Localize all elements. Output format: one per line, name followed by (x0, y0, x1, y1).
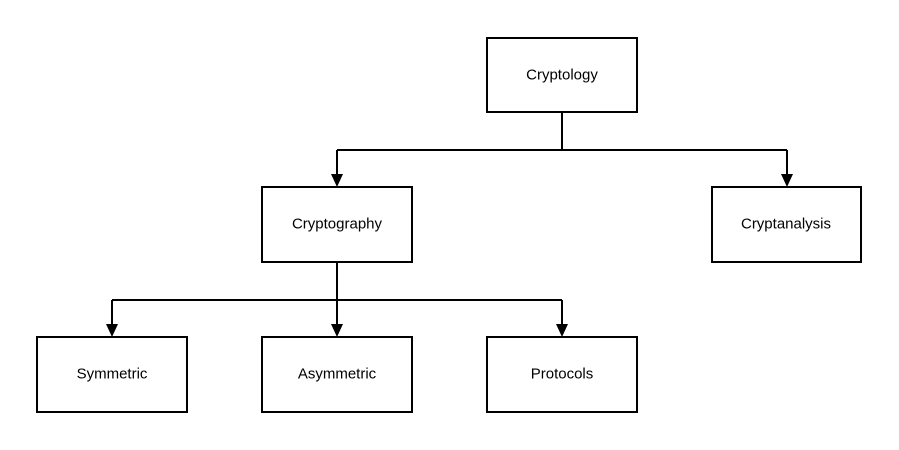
node-box (486, 37, 638, 113)
node-symmetric: Symmetric (36, 336, 188, 413)
node-protocols: Protocols (486, 336, 638, 413)
node-label-symmetric: Symmetric (77, 366, 148, 383)
node-label-cryptology: Cryptology (526, 67, 598, 84)
arrowhead-cryptanalysis (781, 174, 793, 187)
node-label-cryptanalysis: Cryptanalysis (741, 216, 831, 233)
node-cryptanalysis: Cryptanalysis (711, 186, 862, 263)
node-box (261, 336, 413, 413)
arrowhead-protocols (556, 324, 568, 337)
edge-cryptology-children (331, 112, 793, 187)
node-label-asymmetric: Asymmetric (298, 366, 377, 383)
node-box (36, 336, 188, 413)
arrowhead-asymmetric (331, 324, 343, 337)
node-cryptography: Cryptography (261, 186, 413, 263)
node-cryptology: Cryptology (486, 37, 638, 113)
node-asymmetric: Asymmetric (261, 336, 413, 413)
arrowhead-cryptography (331, 174, 343, 187)
node-box (711, 186, 862, 263)
node-box (261, 186, 413, 263)
node-label-cryptography: Cryptography (292, 216, 383, 233)
arrowhead-symmetric (106, 324, 118, 337)
node-label-protocols: Protocols (531, 366, 594, 383)
edge-cryptography-children (106, 262, 568, 337)
node-box (486, 336, 638, 413)
